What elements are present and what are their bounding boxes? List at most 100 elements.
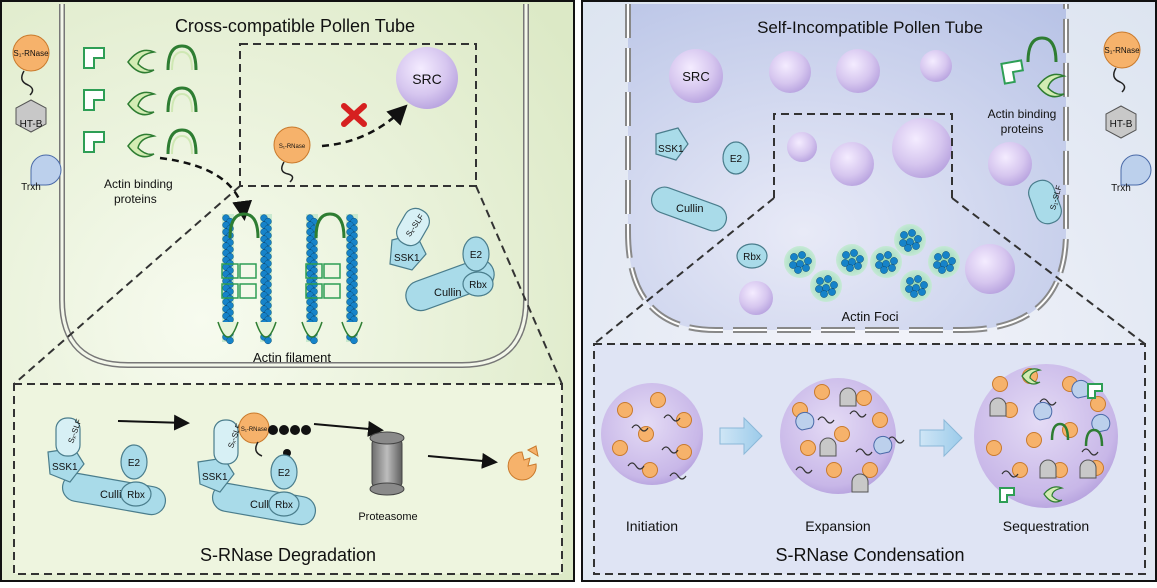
rnase-dot: [650, 392, 666, 408]
abp-link-box: [221, 263, 239, 279]
abp-l-shape-icon: [1087, 383, 1103, 399]
actin-bead: [946, 264, 954, 272]
actin-filaments: [217, 214, 363, 345]
right-actin-binding-label-2: proteins: [1001, 122, 1044, 136]
actin-foci: [784, 224, 960, 302]
actin-foci-label: Actin Foci: [841, 309, 898, 324]
rnase-dot: [612, 440, 628, 456]
actin-bead: [914, 235, 922, 243]
abp-arch-on-filament-icon: [228, 212, 260, 239]
stage-arrow-1: [719, 416, 763, 456]
zoom-lines-left: [13, 185, 563, 385]
rna-strand: [1001, 470, 1019, 478]
actin-bead: [828, 288, 836, 296]
actin-bead: [906, 277, 914, 285]
legend-right-trxh-icon: [1120, 154, 1152, 186]
scf-bound-e2: E2: [278, 468, 291, 479]
legend-left-rnase: S₁-RNase: [13, 49, 49, 58]
legend-left-htb-icon: [15, 99, 47, 133]
trxh-shape: [795, 411, 815, 431]
proteasome-icon: [369, 431, 405, 496]
stage-arrow-2: [919, 418, 963, 458]
legend-left-rnase-icon: [12, 34, 50, 72]
scf-top-ssk1: SSK1: [394, 253, 420, 264]
actin-bead: [914, 275, 922, 283]
stage-initiation: Initiation: [626, 518, 678, 534]
abp-link-box: [239, 283, 257, 299]
sequestration-contents: [986, 368, 1111, 503]
rnase-dot: [1012, 462, 1028, 478]
actin-bead: [830, 281, 838, 289]
condensation-title: S-RNase Condensation: [775, 545, 964, 565]
degradation-arrow-1: [117, 414, 190, 431]
actin-bead: [798, 251, 806, 259]
actin-bead: [884, 251, 892, 259]
abp-cup-icon: [255, 321, 277, 338]
rna-strand: [669, 472, 687, 480]
actin-bead: [820, 290, 828, 298]
abp-arch-icon: [166, 44, 198, 71]
right-abp-cluster: [1000, 36, 1067, 98]
stage-sequestration: Sequestration: [1003, 518, 1089, 534]
degradation-arrow-3: [427, 452, 498, 469]
scf-top-e2: E2: [470, 250, 483, 261]
right-actin-binding-label-1: Actin binding: [988, 107, 1057, 121]
actin-bead: [920, 281, 928, 289]
rna-strand: [1081, 448, 1099, 456]
trxh-shape: [1091, 413, 1111, 433]
left-panel-title: Cross-compatible Pollen Tube: [175, 16, 415, 36]
actin-bead: [842, 251, 850, 259]
rna-strand: [855, 448, 873, 456]
rnase-dot: [862, 462, 878, 478]
rnase-dot: [1090, 396, 1106, 412]
abp-link-box: [239, 263, 257, 279]
abp-link-box: [221, 283, 239, 299]
left-actin-binding-label-1: Actin binding: [104, 177, 173, 191]
actin-bead: [824, 275, 832, 283]
actin-binding-protein-cluster: [83, 44, 198, 158]
htb-shape: [989, 397, 1007, 417]
rna-strand: [887, 436, 905, 444]
rnase-dot: [986, 440, 1002, 456]
htb-shape: [1079, 459, 1097, 479]
abp-l-shape-icon: [999, 487, 1015, 503]
rna-strand: [631, 424, 649, 432]
scf-bound-rbx: Rbx: [275, 500, 293, 511]
actin-bead: [264, 336, 272, 345]
abp-crescent-icon: [1021, 368, 1043, 385]
rnase-dot: [676, 412, 692, 428]
trxh-shape: [873, 435, 893, 455]
actin-bead: [910, 290, 918, 298]
rnase-dot: [856, 390, 872, 406]
actin-bead: [876, 253, 884, 261]
right-panel-title: Self-Incompatible Pollen Tube: [757, 18, 983, 37]
legend-left-trxh: Trxh: [21, 182, 41, 193]
scf-bound-ssk1: SSK1: [202, 472, 228, 483]
rnase-dot: [814, 384, 830, 400]
htb-shape: [839, 387, 857, 407]
actin-bead: [904, 244, 912, 252]
rna-strand: [795, 466, 813, 474]
abp-cup-icon: [301, 321, 323, 338]
actin-bead: [890, 257, 898, 265]
degradation-rnase-label: S₁-RNase: [241, 427, 268, 433]
scf-free-rbx: Rbx: [127, 490, 145, 501]
abp-cup-icon: [217, 321, 239, 338]
rnase-dot: [617, 402, 633, 418]
proteasome-label: Proteasome: [358, 511, 417, 523]
rnase-dot: [992, 376, 1008, 392]
right-src-sphere: [669, 49, 723, 103]
abp-link-box: [305, 283, 323, 299]
actin-bead: [816, 277, 824, 285]
abp-link-box: [323, 263, 341, 279]
abp-row-1: [83, 44, 198, 74]
rnase-dot: [642, 462, 658, 478]
rnase-dot: [834, 426, 850, 442]
zoom-lines-right: [593, 197, 1146, 345]
rnase-dot: [676, 444, 692, 460]
left-actin-binding-label-2: proteins: [114, 192, 157, 206]
actin-bead: [310, 336, 318, 345]
foci-inset-box: [773, 113, 953, 198]
